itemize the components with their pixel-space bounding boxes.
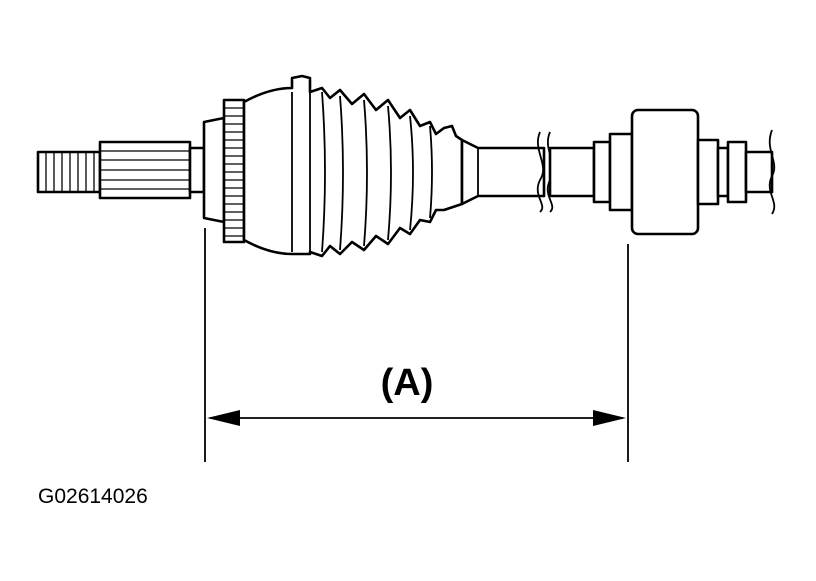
abs-tone-ring	[222, 98, 246, 244]
outer-spline-stub	[36, 150, 102, 194]
cv-boot-bellows	[242, 74, 464, 258]
cv-joint-housing	[202, 116, 226, 224]
dimension-label: (A)	[381, 362, 434, 404]
figure-code: G02614026	[38, 485, 148, 508]
dynamic-damper	[630, 108, 700, 236]
inner-joint-section	[696, 129, 776, 215]
axle-shaft-left	[460, 138, 546, 206]
dimension-extension-lines	[204, 228, 629, 462]
large-spline-section	[98, 140, 206, 200]
dimension-arrow	[207, 410, 626, 426]
axle-shaft-right	[548, 132, 634, 212]
